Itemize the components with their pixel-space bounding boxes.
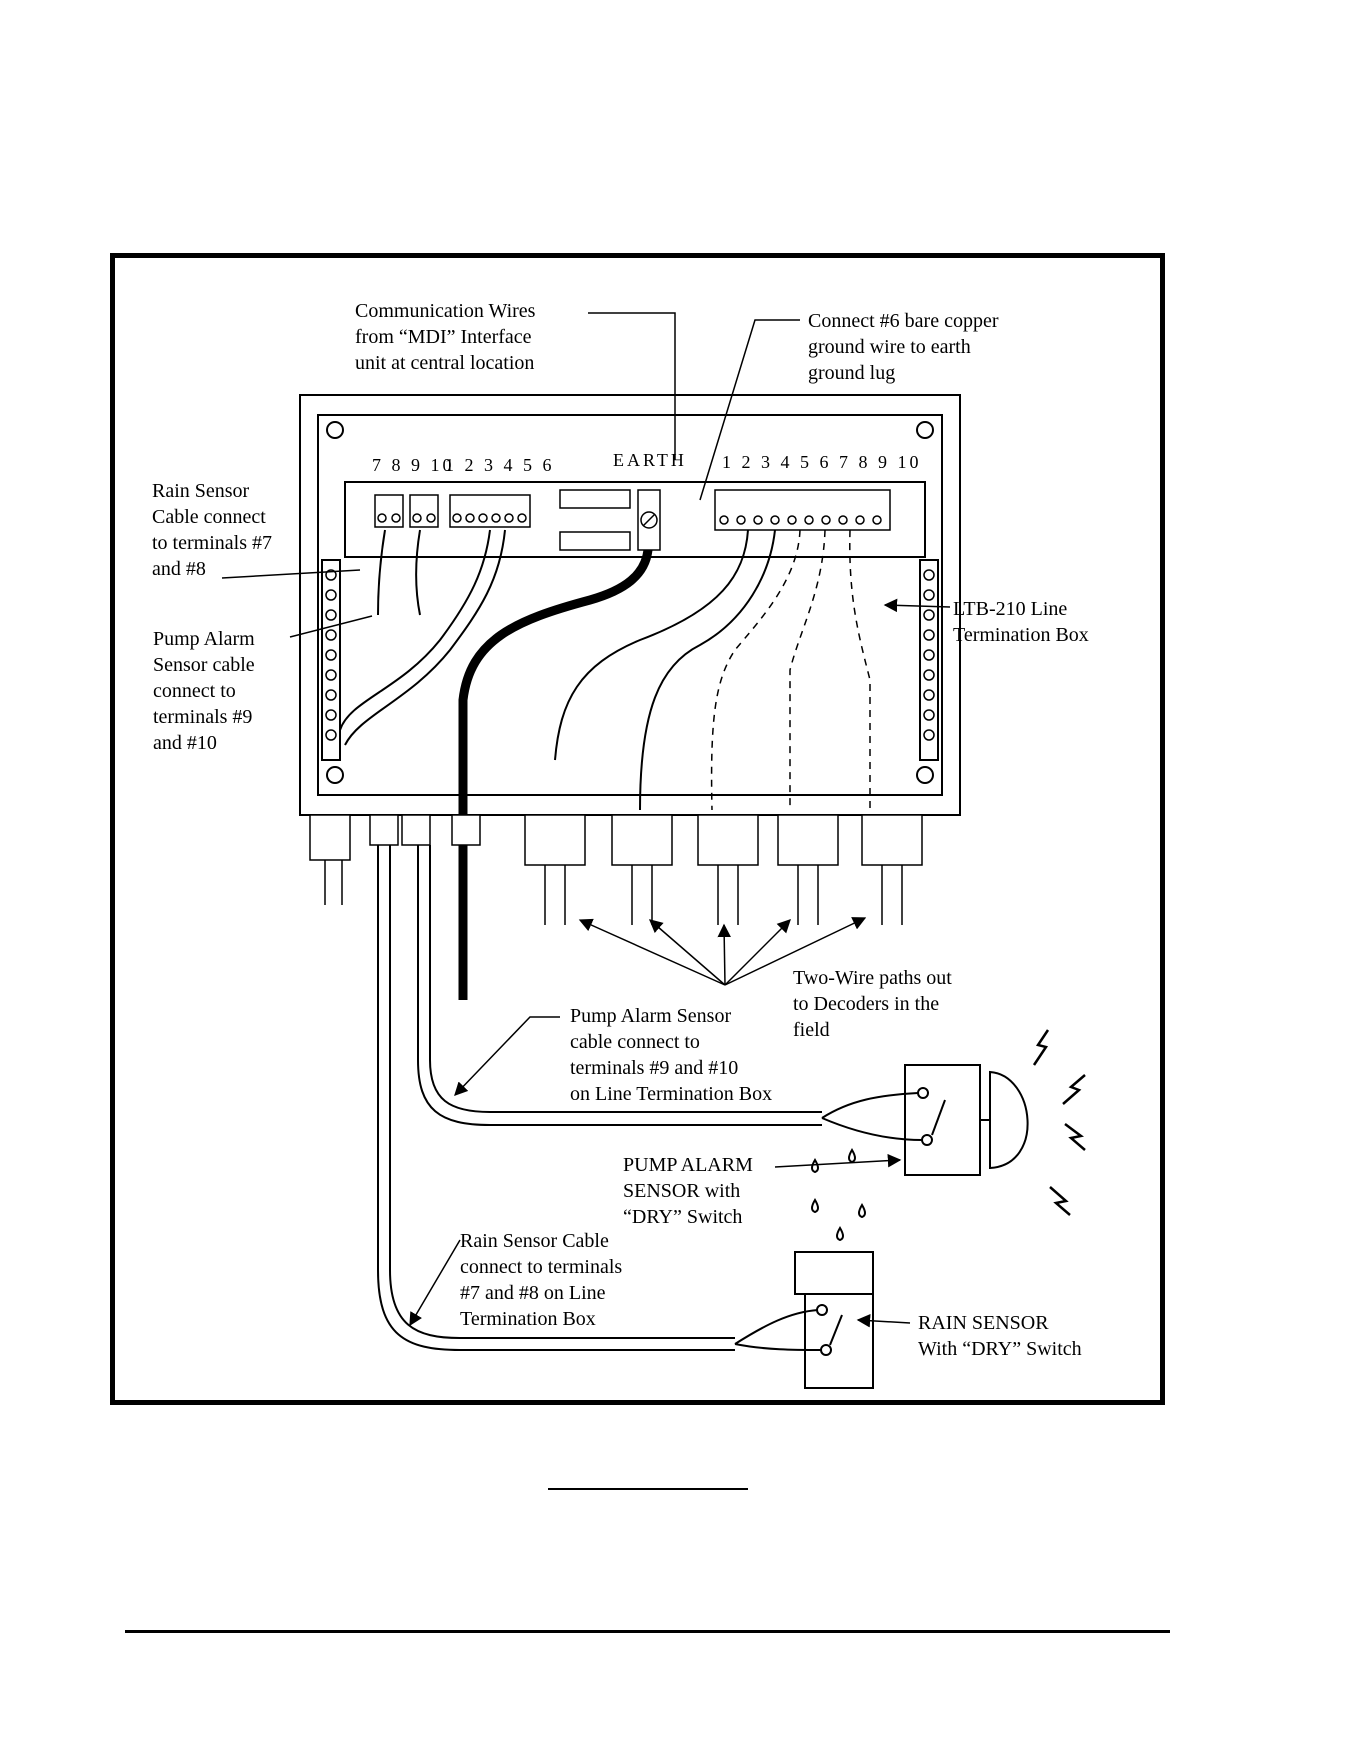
leader-lines <box>221 312 951 1328</box>
label-rain-sensor: RAIN SENSOR With “DRY” Switch <box>918 1312 1082 1360</box>
rain-sensor-cable-inner <box>389 845 735 1339</box>
terminal-labels-left-a: 7 8 9 10 <box>372 455 455 475</box>
label-ltb-210: LTB-210 Line Termination Box <box>953 598 1089 646</box>
label-rain-sensor-cable-bottom: Rain Sensor Cable connect to terminals #… <box>460 1230 623 1330</box>
ground-wire <box>458 549 653 1000</box>
pump-alarm-cable <box>417 845 822 1126</box>
terminal-labels-right: 1 2 3 4 5 6 7 8 9 10 <box>722 452 922 472</box>
cables-inside <box>339 529 776 811</box>
rain-sensor-box <box>734 1251 874 1389</box>
pump-alarm-cable-inner <box>429 845 822 1113</box>
pump-alarm-sensor-box <box>821 1064 1029 1176</box>
terminal-block-right <box>714 489 891 531</box>
label-pump-alarm-cable-bottom: Pump Alarm Sensor cable connect to termi… <box>570 1005 773 1105</box>
alarm-bolts <box>1032 1029 1086 1216</box>
cable-glands <box>309 814 923 866</box>
terminal-labels-left-b: 1 2 3 4 5 6 <box>445 455 555 475</box>
terminal-block-left-b <box>449 494 531 528</box>
earth-label: EARTH <box>613 450 687 470</box>
label-rain-sensor-cable-top: Rain Sensor Cable connect to terminals #… <box>152 480 272 580</box>
ltb-210-box <box>299 394 961 816</box>
earth-lug <box>559 489 661 551</box>
rain-sensor-cable <box>377 845 735 1351</box>
label-two-wire-paths: Two-Wire paths out to Decoders in the fi… <box>793 967 952 1041</box>
terminal-block-left-a <box>374 494 439 528</box>
dashed-future-cables <box>710 529 871 811</box>
label-communication-wires: Communication Wires from “MDI” Interface… <box>355 300 536 374</box>
gland-stubs <box>324 860 903 925</box>
diagram-frame <box>110 253 1165 1405</box>
side-rail-holes <box>325 569 935 741</box>
label-pump-alarm-cable-top: Pump Alarm Sensor cable connect to termi… <box>153 628 255 754</box>
footer-rule <box>125 1630 1170 1633</box>
label-pump-alarm-sensor: PUMP ALARM SENSOR with “DRY” Switch <box>623 1154 753 1228</box>
label-ground-wire: Connect #6 bare copper ground wire to ea… <box>808 310 999 384</box>
caption-underline <box>548 1488 748 1490</box>
